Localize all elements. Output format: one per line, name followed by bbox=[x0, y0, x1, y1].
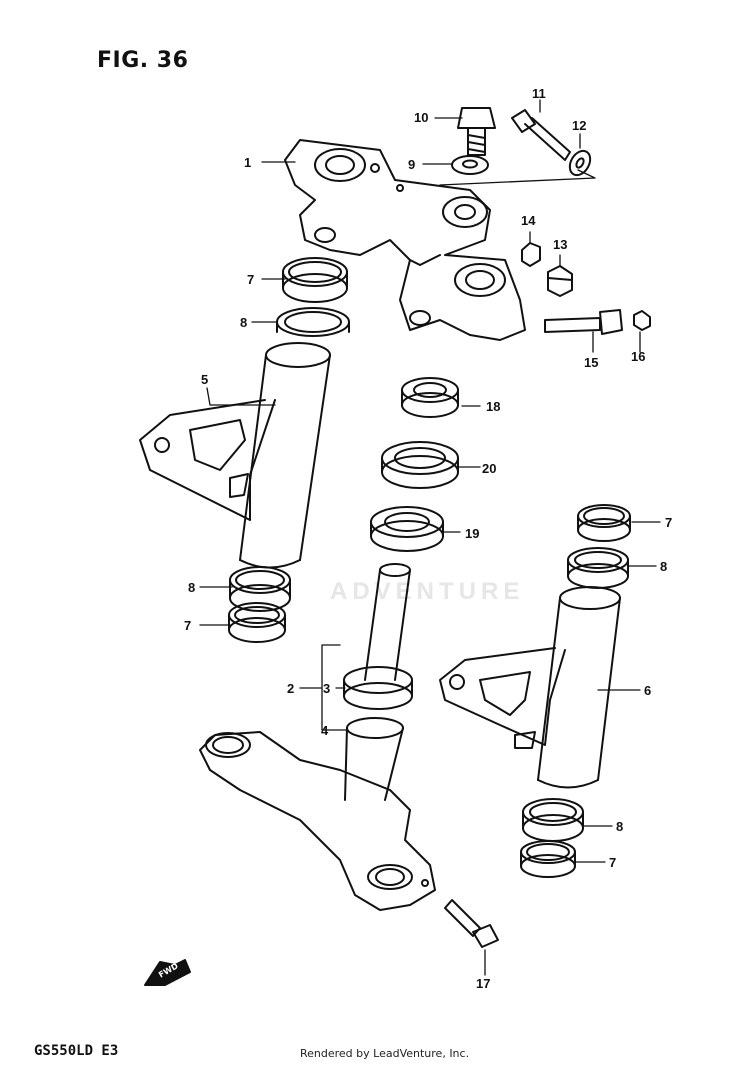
callout-7: 7 bbox=[184, 618, 192, 633]
callout-1: 1 bbox=[244, 155, 252, 170]
callout-15: 15 bbox=[584, 355, 599, 370]
right-fork-clamp[interactable] bbox=[439, 586, 621, 789]
callout-18: 18 bbox=[486, 399, 501, 414]
callout-3: 3 bbox=[323, 681, 331, 696]
callout-5: 5 bbox=[201, 372, 209, 387]
callout-6: 6 bbox=[644, 683, 652, 698]
nut-18[interactable] bbox=[401, 377, 459, 418]
callout-2: 2 bbox=[287, 681, 295, 696]
upper-bracket[interactable] bbox=[284, 139, 526, 341]
leader-lines bbox=[199, 99, 661, 976]
seal-7-left-lower[interactable] bbox=[228, 602, 286, 643]
callout-13: 13 bbox=[553, 237, 568, 252]
nut-16[interactable] bbox=[633, 310, 651, 331]
callout-12: 12 bbox=[572, 118, 587, 133]
watermark: ADVENTURE bbox=[330, 578, 525, 605]
seal-7-right-upper[interactable] bbox=[577, 504, 631, 542]
callout-20: 20 bbox=[482, 461, 497, 476]
callout-9: 9 bbox=[408, 157, 416, 172]
callout-8: 8 bbox=[240, 315, 248, 330]
callout-19: 19 bbox=[465, 526, 480, 541]
callout-8: 8 bbox=[616, 819, 624, 834]
bearing-20[interactable] bbox=[381, 441, 459, 489]
callout-8: 8 bbox=[188, 580, 196, 595]
nut-14[interactable] bbox=[521, 242, 541, 267]
seal-8-right-lower[interactable] bbox=[522, 798, 584, 842]
seal-8-right-upper[interactable] bbox=[567, 547, 629, 589]
callout-10: 10 bbox=[414, 110, 429, 125]
callout-7: 7 bbox=[665, 515, 673, 530]
callout-7: 7 bbox=[609, 855, 617, 870]
callout-14: 14 bbox=[521, 213, 536, 228]
figure-title: FIG. 36 bbox=[97, 48, 189, 73]
bolt-17[interactable] bbox=[444, 899, 499, 948]
model-code: GS550LD E3 bbox=[34, 1043, 119, 1059]
callout-7: 7 bbox=[247, 272, 255, 287]
bearing-19[interactable] bbox=[370, 506, 444, 552]
left-fork-clamp[interactable] bbox=[139, 257, 350, 569]
bolt-10[interactable] bbox=[457, 107, 496, 156]
callout-11: 11 bbox=[532, 86, 546, 101]
steering-stem[interactable] bbox=[199, 563, 436, 911]
bolt-11[interactable] bbox=[511, 109, 571, 161]
render-credit: Rendered by LeadVenture, Inc. bbox=[300, 1047, 470, 1060]
cap-nut-13[interactable] bbox=[547, 265, 573, 297]
washer-9[interactable] bbox=[451, 155, 489, 175]
callout-4: 4 bbox=[321, 723, 329, 738]
washer-12[interactable] bbox=[566, 147, 595, 179]
callout-8: 8 bbox=[660, 559, 668, 574]
forward-arrow-icon bbox=[144, 959, 191, 986]
callout-17: 17 bbox=[476, 976, 491, 991]
seal-8-left-lower[interactable] bbox=[229, 566, 291, 612]
callout-16: 16 bbox=[631, 349, 646, 364]
bolt-15[interactable] bbox=[544, 309, 623, 335]
seal-7-right-lower[interactable] bbox=[520, 840, 576, 878]
